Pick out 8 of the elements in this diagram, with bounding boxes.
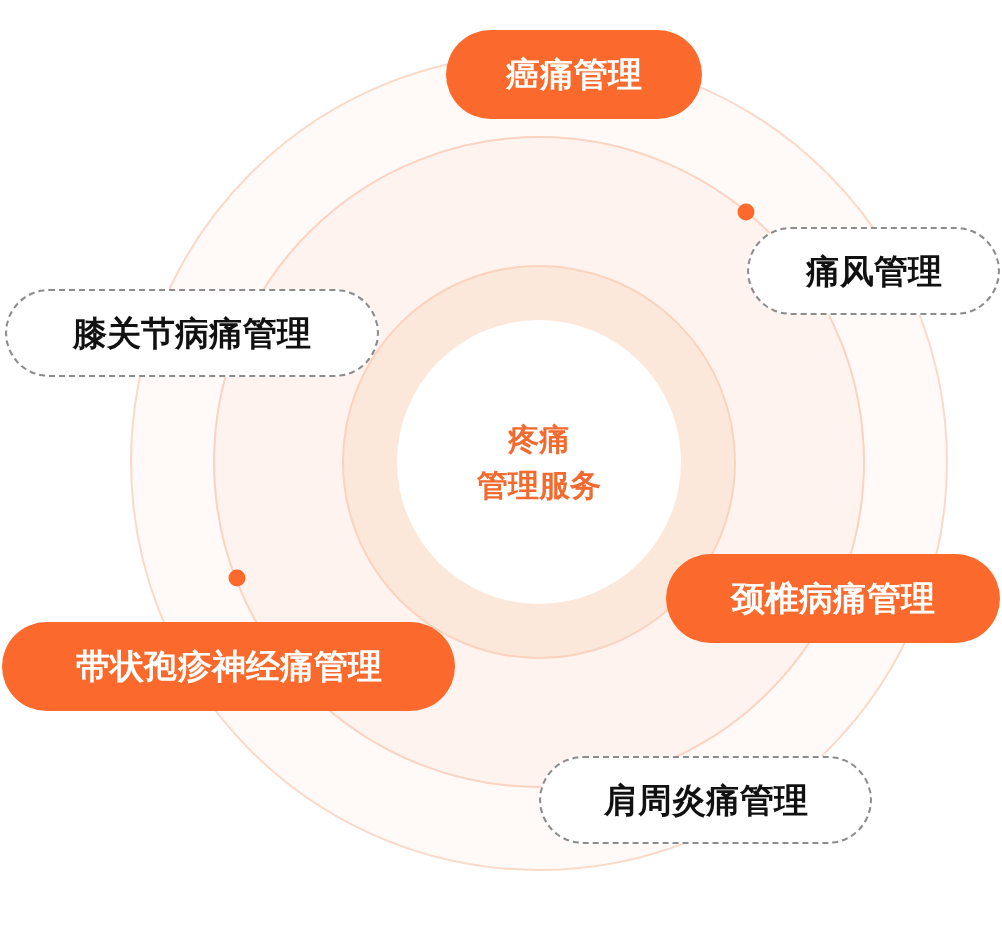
node-text: 疼痛 bbox=[508, 419, 570, 459]
node-text: 膝关节病痛管理 bbox=[73, 311, 311, 355]
node-text: 痛风管理 bbox=[805, 249, 942, 293]
node-text: 管理服务 bbox=[477, 466, 601, 505]
node-text: 带状孢疹神经痛管理 bbox=[75, 645, 382, 688]
node-text: 颈椎病痛管理 bbox=[731, 577, 935, 620]
node-text: 肩周炎痛管理 bbox=[603, 778, 808, 822]
node-text: 癌痛管理 bbox=[506, 53, 642, 96]
